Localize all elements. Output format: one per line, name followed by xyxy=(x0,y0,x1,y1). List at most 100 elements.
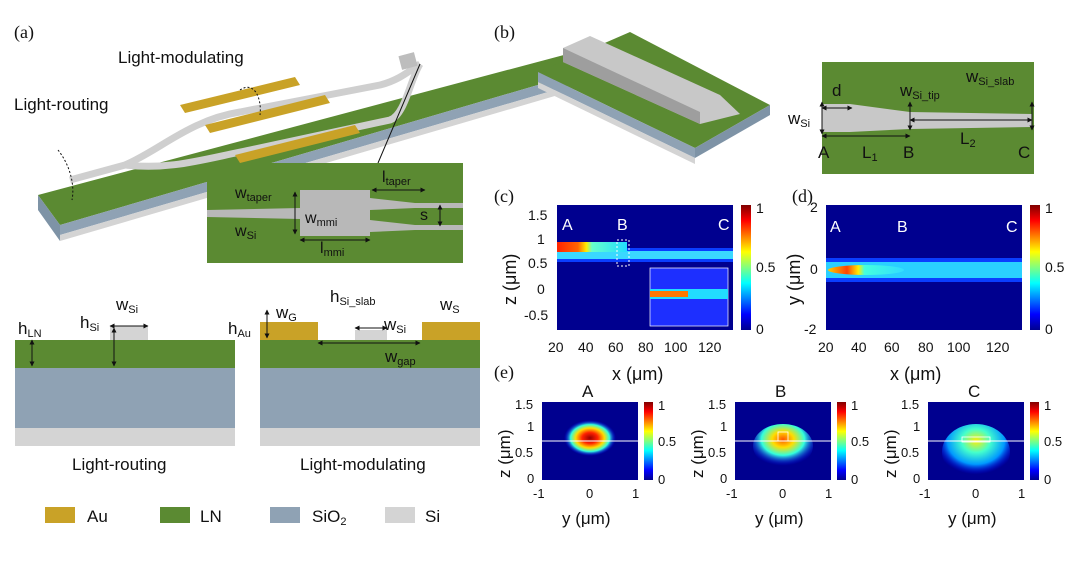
plot-c-xtick-1: 40 xyxy=(578,339,594,355)
electrode-3 xyxy=(235,125,360,163)
plot-c-xtick-0: 20 xyxy=(548,339,564,355)
electrode-1 xyxy=(180,77,300,113)
material-legend: Au LN SiO2 Si xyxy=(45,507,440,528)
mode-C-field xyxy=(942,424,1010,480)
mode-C-cbar-05: 0.5 xyxy=(1044,434,1062,449)
mode-A-xtick-0: -1 xyxy=(533,486,545,501)
taper-right-side xyxy=(695,105,770,158)
plot-d-xtick-2: 60 xyxy=(884,339,900,355)
routing-wsi-label: wSi xyxy=(115,295,138,316)
l-mmi-label: lmmi xyxy=(320,240,344,259)
mode-C-ytick-0: 1.5 xyxy=(901,397,919,412)
device-3d xyxy=(38,40,640,241)
mod-si-layer xyxy=(260,428,480,446)
modulating-caption: Light-modulating xyxy=(300,455,426,474)
mode-C-si-outline xyxy=(961,436,991,443)
mode-C-ytick-1: 1 xyxy=(913,419,920,434)
mode-B-ytick-0: 1.5 xyxy=(708,397,726,412)
plot-d-cbar-0: 0 xyxy=(1045,321,1053,337)
mod-wg-label: wG xyxy=(275,303,297,324)
mode-A-ytick-2: 0.5 xyxy=(515,445,533,460)
mode-A-colorbar xyxy=(644,402,653,480)
mode-B-ytick-3: 0 xyxy=(720,471,727,486)
plot-d-colorbar xyxy=(1030,205,1040,330)
l-taper-label: ltaper xyxy=(382,169,411,188)
device-sio2-side xyxy=(60,55,640,235)
plot-d-xlabel: x (μm) xyxy=(890,364,941,384)
mode-B-ytick-2: 0.5 xyxy=(708,445,726,460)
plot-c-cbar-05: 0.5 xyxy=(756,259,776,275)
inset-pointer xyxy=(377,63,421,164)
topview-C: C xyxy=(1018,143,1030,162)
panel-b-label: (b) xyxy=(494,22,515,43)
routing-caption: Light-routing xyxy=(72,455,167,474)
topview-wtip-label: wSi_tip xyxy=(899,81,940,102)
plot-d-ytick-2: -2 xyxy=(804,321,817,337)
s-label: s xyxy=(420,207,428,224)
taper-3d xyxy=(538,32,770,164)
plot-c-marker-A: A xyxy=(562,217,573,234)
mode-A-ylabel: z (μm) xyxy=(495,429,514,478)
plot-c-ytick-3: 0 xyxy=(537,281,545,297)
legend-si-swatch xyxy=(385,507,415,523)
electrode-2 xyxy=(205,95,330,133)
plot-c-zoom-mode xyxy=(650,289,728,299)
mode-A-xtick-2: 1 xyxy=(632,486,639,501)
plot-c-xtick-3: 80 xyxy=(638,339,654,355)
taper-si-wg xyxy=(563,36,740,124)
mod-wgap-label: wgap xyxy=(384,347,416,368)
plot-c-xlabel: x (μm) xyxy=(612,364,663,384)
mmi-block xyxy=(398,52,418,70)
legend-sio2-label: SiO2 xyxy=(312,507,346,528)
legend-si-label: Si xyxy=(425,507,440,526)
plot-d-xtick-4: 100 xyxy=(947,339,971,355)
plot-d-marker-C: C xyxy=(1006,219,1018,236)
plot-c-ytick-2: 0.5 xyxy=(528,255,548,271)
routing-pointer xyxy=(57,149,74,201)
mode-plot-C: C 1 0.5 0 1.5 1 0.5 0 -1 0 1 y (μm) z (μ… xyxy=(881,382,1062,528)
mode-C-cbar-1: 1 xyxy=(1044,398,1051,413)
plot-c-xtick-5: 120 xyxy=(698,339,722,355)
mode-B-ytick-1: 1 xyxy=(720,419,727,434)
mod-si-slab xyxy=(355,330,387,340)
plot-d-xtick-0: 20 xyxy=(818,339,834,355)
w-si-inset-label: wSi xyxy=(234,223,256,242)
panel-e-label: (e) xyxy=(494,362,514,383)
mode-C-colorbar xyxy=(1030,402,1039,480)
routing-si-layer xyxy=(15,428,235,446)
mode-C-ytick-3: 0 xyxy=(913,471,920,486)
modulating-pointer xyxy=(239,87,261,116)
topview-wsi-label: wSi xyxy=(787,109,810,130)
mode-B-xlabel: y (μm) xyxy=(755,509,804,528)
mode-A-cbar-05: 0.5 xyxy=(658,434,676,449)
mode-C-xtick-2: 1 xyxy=(1018,486,1025,501)
plot-c-beam xyxy=(557,242,627,252)
mode-C-title: C xyxy=(968,382,980,401)
panel-c-label: (c) xyxy=(494,186,514,207)
plot-c-xtick-4: 100 xyxy=(664,339,688,355)
mode-B-colorbar xyxy=(837,402,846,480)
mode-B-xtick-2: 1 xyxy=(825,486,832,501)
mode-B-cbar-1: 1 xyxy=(851,398,858,413)
mmi-inset: wtaper wSi wmmi lmmi ltaper s xyxy=(207,163,463,263)
mode-C-xtick-1: 0 xyxy=(972,486,979,501)
mode-A-ytick-3: 0 xyxy=(527,471,534,486)
plot-d-ylabel: y (μm) xyxy=(784,254,804,305)
plot-d-cbar-05: 0.5 xyxy=(1045,259,1065,275)
legend-au-label: Au xyxy=(87,507,108,526)
routing-hln-label: hLN xyxy=(18,319,42,340)
mod-sio2-layer xyxy=(260,368,480,428)
taper-si-wg-side xyxy=(563,48,700,124)
w-mmi-label: wmmi xyxy=(304,210,337,229)
plot-d-ytick-1: 0 xyxy=(810,261,818,277)
mode-C-ytick-2: 0.5 xyxy=(901,445,919,460)
light-modulating-label: Light-modulating xyxy=(118,48,244,67)
mmi-shape xyxy=(207,190,463,236)
plot-c-xtick-2: 60 xyxy=(608,339,624,355)
mode-B-xtick-1: 0 xyxy=(779,486,786,501)
plot-c-cbar-1: 1 xyxy=(756,200,764,216)
topview-wslab-label: wSi_slab xyxy=(965,67,1014,88)
mod-electrode-g xyxy=(260,322,318,340)
plot-d-xtick-5: 120 xyxy=(986,339,1010,355)
